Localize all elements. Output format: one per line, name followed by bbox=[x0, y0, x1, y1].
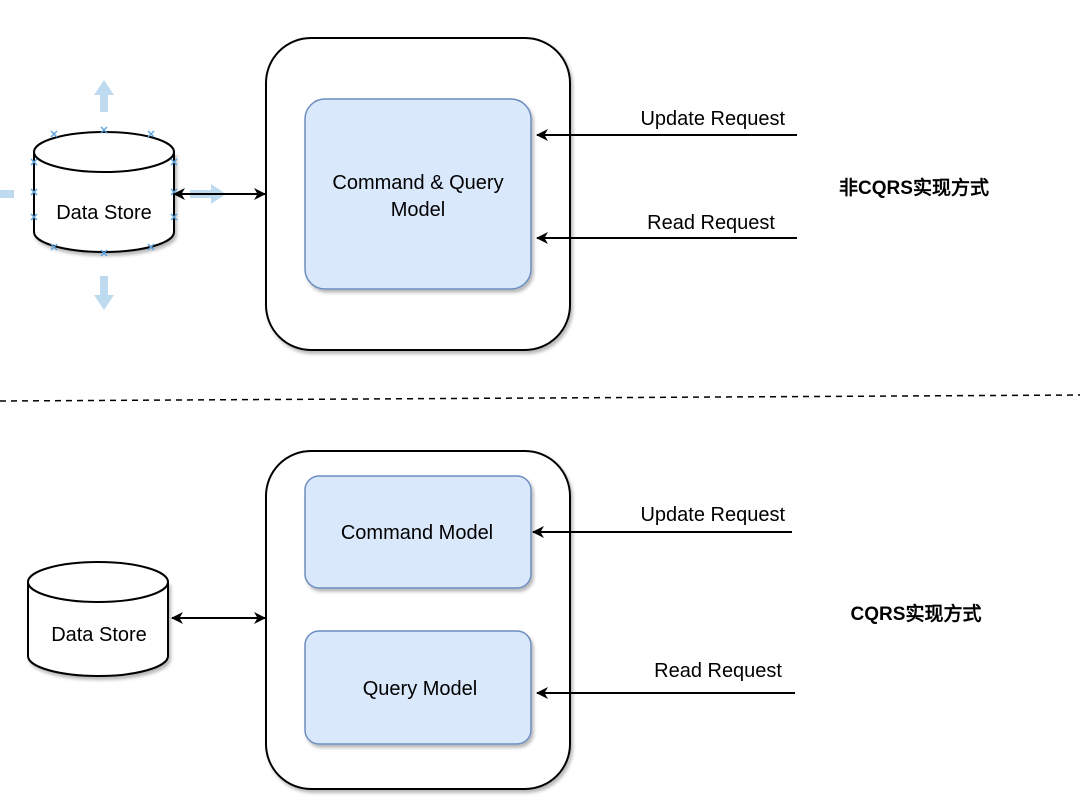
bottom-update-request-label: Update Request bbox=[640, 504, 785, 526]
top-model-label-line1: Command & Query bbox=[332, 172, 503, 194]
top-section: Data Store Command & Query Model Update bbox=[0, 37, 989, 351]
bottom-query-model-box[interactable] bbox=[304, 630, 532, 745]
bottom-caption: CQRS实现方式 bbox=[851, 602, 982, 625]
bottom-data-store[interactable]: Data Store bbox=[27, 561, 169, 677]
handle-left-arrow-icon[interactable] bbox=[0, 190, 14, 198]
bottom-command-model-box[interactable] bbox=[304, 475, 532, 589]
bottom-query-model-label: Query Model bbox=[363, 678, 478, 700]
top-command-query-model-box[interactable] bbox=[304, 98, 532, 290]
handle-down-arrow-icon[interactable] bbox=[94, 276, 114, 310]
top-model-label-line2: Model bbox=[391, 199, 445, 221]
handle-up-arrow-icon[interactable] bbox=[94, 80, 114, 112]
bottom-command-model-label: Command Model bbox=[341, 522, 493, 544]
top-data-store[interactable]: Data Store bbox=[33, 131, 175, 253]
bottom-data-store-label: Data Store bbox=[51, 624, 147, 646]
bottom-section: Data Store Command Model Query Model Upd… bbox=[27, 450, 982, 790]
top-data-store-label: Data Store bbox=[56, 202, 152, 224]
section-divider bbox=[0, 394, 1080, 402]
top-read-request-label: Read Request bbox=[647, 212, 775, 234]
connection-points bbox=[30, 126, 178, 257]
bottom-read-request-label: Read Request bbox=[654, 660, 782, 682]
top-caption: 非CQRS实现方式 bbox=[839, 176, 989, 199]
top-update-request-label: Update Request bbox=[640, 108, 785, 130]
